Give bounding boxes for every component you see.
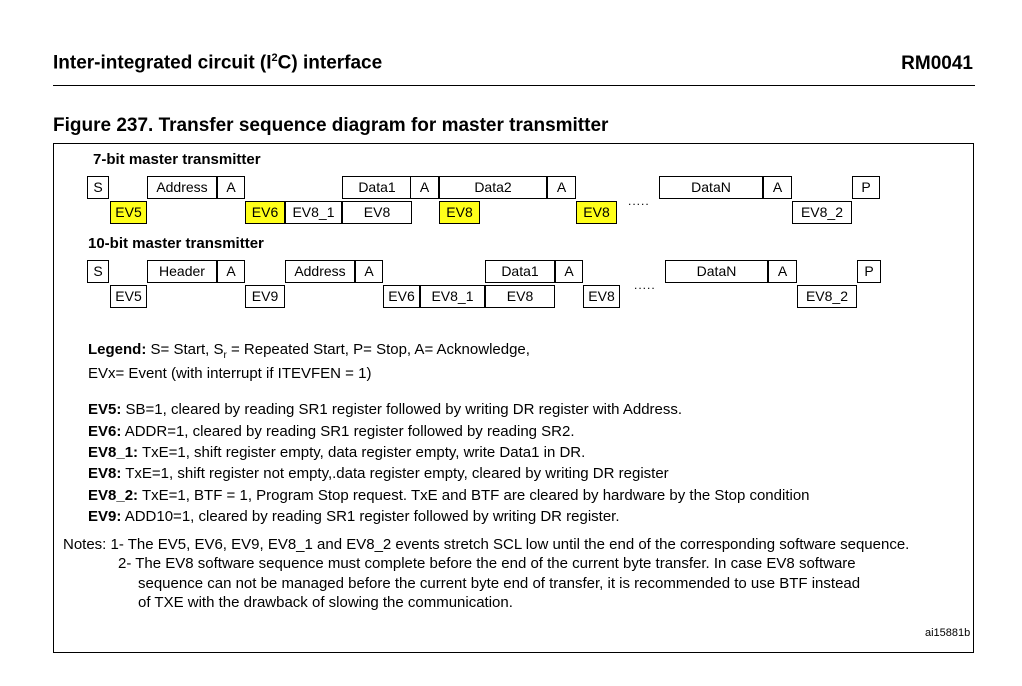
figure-id: ai15881b (925, 627, 971, 639)
note-line-3: sequence can not be managed before the c… (138, 575, 861, 592)
legend: Legend: S= Start, Sr = Repeated Start, P… (88, 341, 530, 382)
document-id: RM0041 (901, 53, 973, 74)
ten-bit-cell-5: Address (285, 260, 355, 283)
event-ev8: EV8: TxE=1, shift register not empty,.da… (88, 465, 669, 482)
event-ev9: EV9: ADD10=1, cleared by reading SR1 reg… (88, 508, 620, 525)
ten-bit-title: 10-bit master transmitter (88, 235, 264, 252)
event-ev6: EV6: ADDR=1, cleared by reading SR1 regi… (88, 423, 575, 440)
ten-bit-cell-8: EV8_1 (420, 285, 485, 308)
ten-bit-cell-4: EV9 (245, 285, 285, 308)
seven-bit-cell-1: EV5 (110, 201, 147, 224)
ten-bit-ellipsis: ..... (634, 278, 656, 292)
seven-bit-cell-7: EV8 (342, 201, 412, 224)
ten-bit-cell-13: DataN (665, 260, 768, 283)
ten-bit-cell-3: A (217, 260, 245, 283)
page-header-title: Inter-integrated circuit (I2C) interface (53, 52, 383, 74)
seven-bit-cell-12: EV8 (576, 201, 617, 224)
legend-line2: EVx= Event (with interrupt if ITEVFEN = … (88, 365, 372, 382)
ten-bit-cell-11: A (555, 260, 583, 283)
seven-bit-cell-13: DataN (659, 176, 763, 199)
seven-bit-cell-10: Data2 (439, 176, 547, 199)
ten-bit-cell-10: EV8 (485, 285, 555, 308)
ten-bit-cell-7: EV6 (383, 285, 420, 308)
seven-bit-cell-5: EV8_1 (285, 201, 342, 224)
seven-bit-cell-15: EV8_2 (792, 201, 852, 224)
ten-bit-cell-12: EV8 (583, 285, 620, 308)
figure-title: Figure 237. Transfer sequence diagram fo… (53, 115, 609, 136)
seven-bit-cell-11: A (547, 176, 576, 199)
note-line-2: 2- The EV8 software sequence must comple… (118, 555, 856, 572)
ten-bit-cell-6: A (355, 260, 383, 283)
seven-bit-cell-4: EV6 (245, 201, 285, 224)
ten-bit-cell-1: EV5 (110, 285, 147, 308)
seven-bit-cell-0: S (87, 176, 109, 199)
note-line-4: of TXE with the drawback of slowing the … (138, 594, 513, 611)
seven-bit-cell-8: A (410, 176, 439, 199)
event-ev8-2: EV8_2: TxE=1, BTF = 1, Program Stop requ… (88, 487, 810, 504)
ten-bit-cell-9: Data1 (485, 260, 555, 283)
event-ev5: EV5: SB=1, cleared by reading SR1 regist… (88, 401, 683, 418)
seven-bit-cell-2: Address (147, 176, 217, 199)
note-line-1: Notes: 1- The EV5, EV6, EV9, EV8_1 and E… (63, 536, 910, 553)
seven-bit-cell-3: A (217, 176, 245, 199)
header-rule (53, 85, 975, 86)
ten-bit-cell-14: A (768, 260, 797, 283)
figure-frame (53, 143, 974, 653)
ten-bit-cell-16: P (857, 260, 881, 283)
ten-bit-cell-2: Header (147, 260, 217, 283)
event-ev8-1: EV8_1: TxE=1, shift register empty, data… (88, 444, 586, 461)
ten-bit-cell-15: EV8_2 (797, 285, 857, 308)
seven-bit-cell-16: P (852, 176, 880, 199)
seven-bit-cell-9: EV8 (439, 201, 480, 224)
seven-bit-cell-14: A (763, 176, 792, 199)
ten-bit-cell-0: S (87, 260, 109, 283)
seven-bit-ellipsis: ..... (628, 194, 650, 208)
seven-bit-cell-6: Data1 (342, 176, 412, 199)
seven-bit-title: 7-bit master transmitter (93, 151, 261, 168)
legend-label: Legend: (88, 341, 147, 358)
